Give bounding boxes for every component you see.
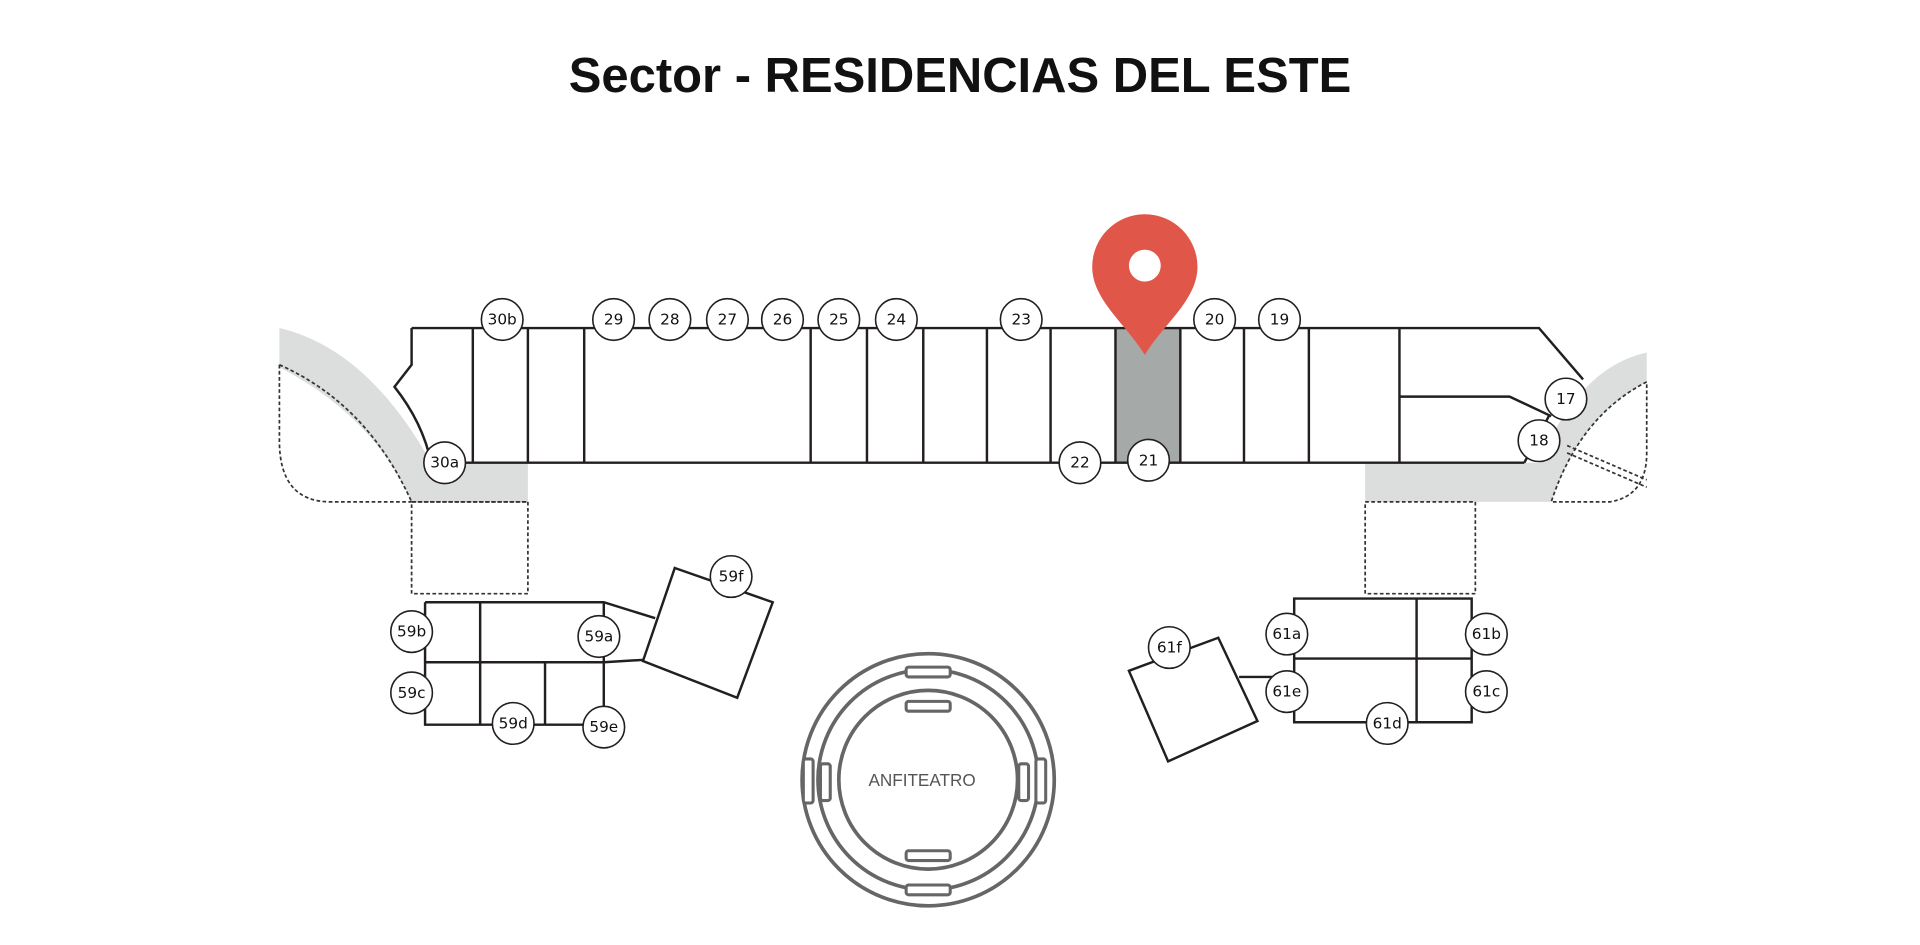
unit-marker-23[interactable]: 23 bbox=[999, 297, 1043, 342]
amphitheater-seating bbox=[904, 883, 952, 897]
unit-marker-30b[interactable]: 30b bbox=[480, 297, 524, 342]
amphitheater-seating bbox=[1017, 762, 1031, 803]
unit-61f-outline[interactable] bbox=[1127, 636, 1260, 764]
unit-label: 61c bbox=[1472, 683, 1500, 701]
unit-marker-29[interactable]: 29 bbox=[591, 297, 636, 342]
unit-marker-25[interactable]: 25 bbox=[817, 297, 861, 342]
unit-marker-61d[interactable]: 61d bbox=[1365, 701, 1409, 746]
amphitheater-label: ANFITEATRO bbox=[868, 770, 975, 790]
unit-label: 28 bbox=[660, 310, 679, 328]
unit-marker-21[interactable]: 21 bbox=[1126, 438, 1171, 482]
amphitheater[interactable]: ANFITEATRO bbox=[800, 651, 1057, 908]
amphitheater-seating bbox=[904, 665, 952, 679]
unit-label: 24 bbox=[887, 310, 906, 328]
amphitheater-seating bbox=[904, 699, 952, 713]
amphitheater-seating bbox=[818, 762, 832, 803]
location-pin-icon bbox=[1092, 214, 1198, 355]
unit-59f-outline[interactable] bbox=[641, 566, 775, 700]
unit-label: 61d bbox=[1373, 714, 1402, 732]
unit-marker-59e[interactable]: 59e bbox=[582, 705, 626, 749]
unit-label: 59f bbox=[719, 568, 744, 586]
unit-label: 30b bbox=[488, 310, 517, 328]
amphitheater-seating bbox=[1034, 757, 1048, 805]
amphitheater-seating bbox=[801, 757, 815, 805]
block-61-outline bbox=[1239, 597, 1473, 724]
unit-marker-61c[interactable]: 61c bbox=[1464, 670, 1508, 714]
unit-marker-59f[interactable]: 59f bbox=[709, 554, 753, 599]
unit-marker-59b[interactable]: 59b bbox=[390, 610, 434, 654]
unit-marker-61b[interactable]: 61b bbox=[1464, 612, 1508, 656]
unit-marker-59c[interactable]: 59c bbox=[390, 671, 434, 715]
unit-marker-61a[interactable]: 61a bbox=[1265, 612, 1309, 656]
unit-marker-19[interactable]: 19 bbox=[1257, 297, 1302, 342]
unit-label: 20 bbox=[1205, 310, 1224, 328]
unit-label: 26 bbox=[773, 310, 792, 328]
unit-marker-27[interactable]: 27 bbox=[705, 297, 750, 342]
plaza-west-outline bbox=[278, 363, 528, 503]
block-59-outline bbox=[423, 601, 656, 726]
unit-marker-61e[interactable]: 61e bbox=[1265, 670, 1309, 714]
unit-label: 25 bbox=[829, 310, 848, 328]
unit-label: 30a bbox=[430, 454, 459, 472]
unit-label: 27 bbox=[718, 310, 737, 328]
unit-marker-24[interactable]: 24 bbox=[874, 297, 918, 342]
unit-label: 59e bbox=[589, 718, 618, 736]
walkway-east bbox=[1365, 352, 1647, 502]
plaza-east-outline bbox=[1550, 380, 1648, 503]
main-building-outline bbox=[392, 326, 1584, 464]
unit-label: 59a bbox=[584, 628, 613, 646]
unit-label: 61e bbox=[1272, 683, 1301, 701]
unit-label: 59b bbox=[397, 623, 426, 641]
walkway-west bbox=[279, 328, 528, 502]
unit-marker-20[interactable]: 20 bbox=[1193, 297, 1237, 342]
unit-label: 17 bbox=[1556, 390, 1575, 408]
unit-label: 23 bbox=[1011, 310, 1030, 328]
unit-label: 61a bbox=[1272, 625, 1301, 643]
amphitheater-seating bbox=[904, 849, 952, 863]
unit-label: 18 bbox=[1529, 432, 1548, 450]
unit-marker-30a[interactable]: 30a bbox=[423, 441, 467, 485]
unit-label: 61b bbox=[1472, 625, 1501, 643]
unit-label: 19 bbox=[1270, 310, 1289, 328]
unit-label: 59c bbox=[398, 684, 426, 702]
annex-west bbox=[410, 501, 529, 595]
unit-marker-59a[interactable]: 59a bbox=[577, 614, 621, 659]
unit-marker-22[interactable]: 22 bbox=[1058, 441, 1102, 485]
unit-marker-17[interactable]: 17 bbox=[1544, 377, 1588, 421]
unit-label: 21 bbox=[1139, 451, 1158, 469]
unit-marker-18[interactable]: 18 bbox=[1517, 419, 1561, 463]
annex-east bbox=[1364, 501, 1477, 595]
unit-label: 61f bbox=[1157, 639, 1182, 657]
unit-label: 29 bbox=[604, 310, 623, 328]
unit-marker-59d[interactable]: 59d bbox=[491, 701, 535, 746]
page-title: Sector - RESIDENCIAS DEL ESTE bbox=[569, 49, 1352, 103]
unit-marker-61f[interactable]: 61f bbox=[1147, 625, 1191, 670]
unit-label: 22 bbox=[1070, 454, 1089, 472]
unit-dividers bbox=[471, 328, 1401, 463]
unit-marker-26[interactable]: 26 bbox=[760, 297, 805, 342]
unit-marker-28[interactable]: 28 bbox=[648, 297, 692, 342]
unit-label: 59d bbox=[499, 714, 528, 732]
